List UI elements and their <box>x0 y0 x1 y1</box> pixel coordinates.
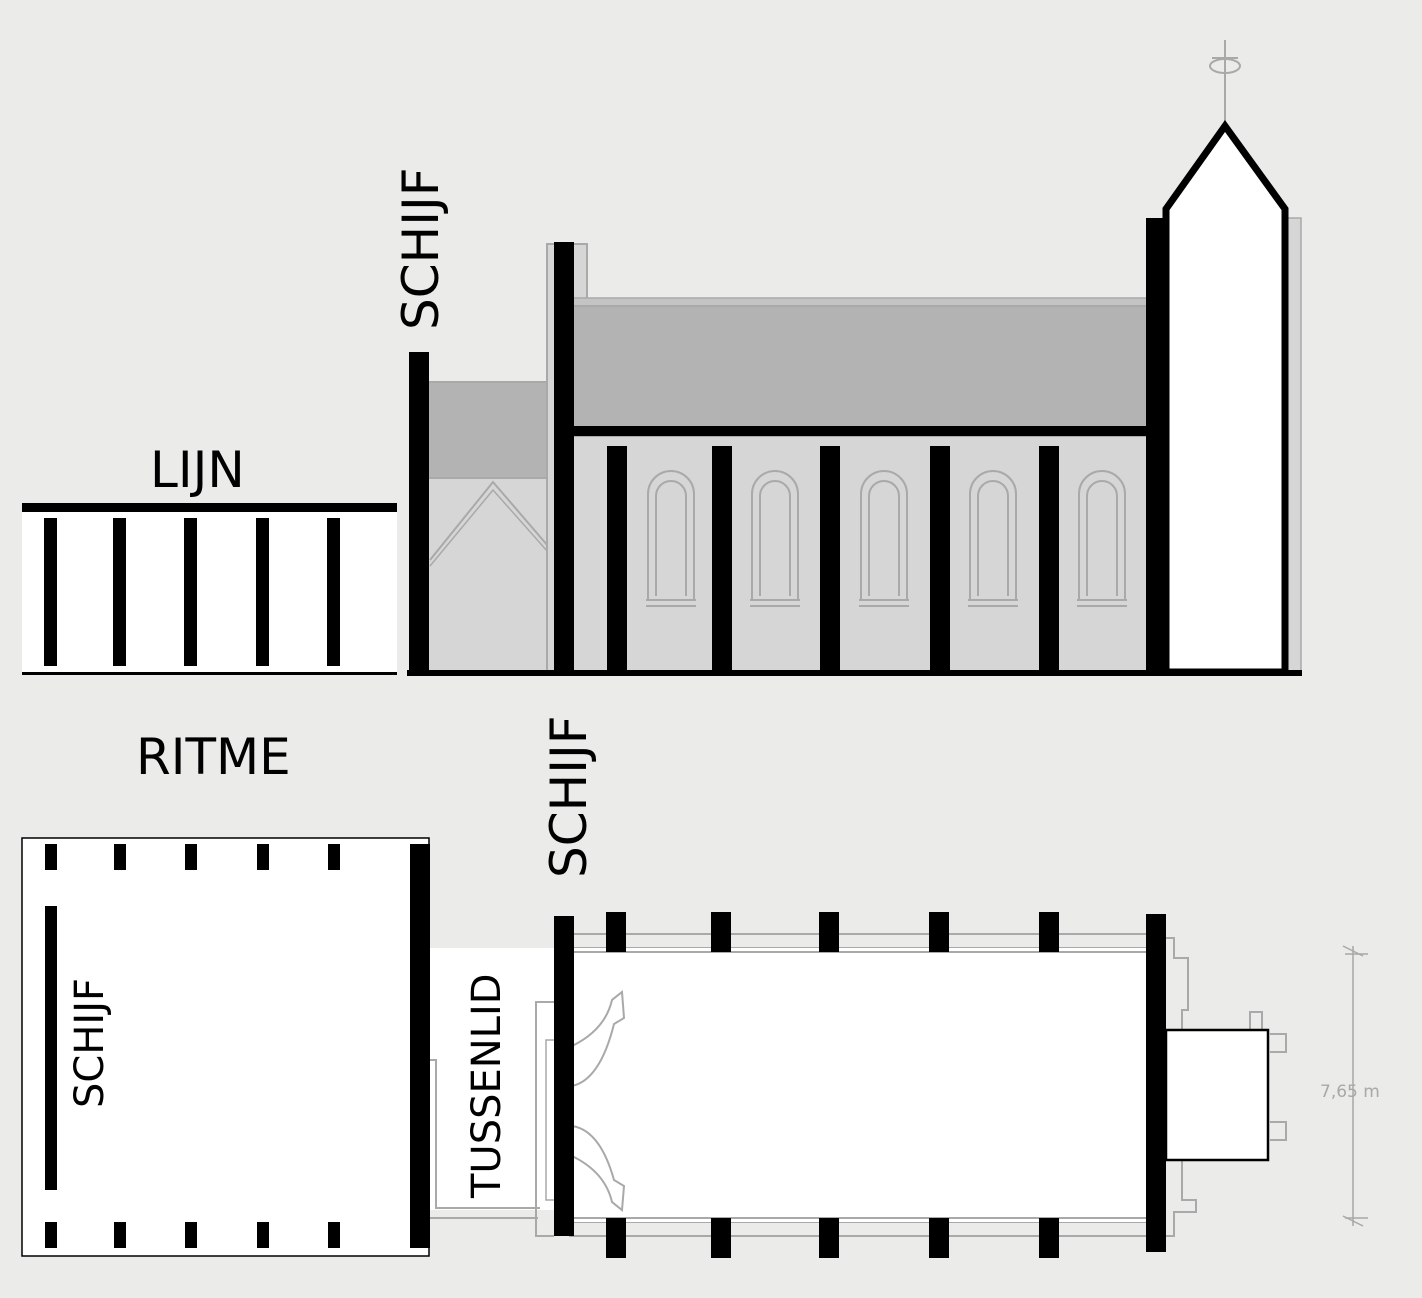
elevation-view: LIJN RITME SCHIJF <box>22 40 1302 786</box>
nave-plan <box>535 933 1287 1237</box>
label-tussenlid: TUSSENLID <box>464 973 510 1199</box>
eave-line <box>572 426 1148 436</box>
plan-dash <box>45 1222 57 1248</box>
plan-dash <box>328 1222 340 1248</box>
plan-buttress <box>711 912 731 952</box>
label-schijf-elevation: SCHIJF <box>392 168 450 331</box>
buttress-bar <box>820 446 840 672</box>
plan-west-wall <box>554 916 574 1236</box>
plan-dash <box>114 844 126 870</box>
label-schijf-plan-top: SCHIJF <box>540 716 598 879</box>
label-lijn: LIJN <box>150 441 245 499</box>
plan-right-wall <box>410 844 430 1248</box>
dimension-7-65 <box>1342 945 1368 1227</box>
elevation-bars <box>22 218 1302 676</box>
label-ritme: RITME <box>136 728 291 786</box>
arched-windows <box>646 470 1127 607</box>
buttress-bar <box>1039 446 1059 672</box>
rhythm-bar <box>327 518 340 666</box>
rhythm-bar <box>256 518 269 666</box>
buttress-bar <box>607 446 627 672</box>
plan-dash <box>257 844 269 870</box>
tower-body <box>1162 119 1289 676</box>
tussenlid-plan <box>429 948 554 1219</box>
dimension-label: 7,65 m <box>1320 1082 1380 1102</box>
rhythm-baseline <box>22 672 397 675</box>
rhythm-bar <box>44 518 57 666</box>
plan-dash <box>257 1222 269 1248</box>
weathervane <box>1209 58 1241 74</box>
plan-buttress <box>711 1218 731 1258</box>
porch-wall-bar <box>409 352 429 672</box>
plan-buttress <box>819 1218 839 1258</box>
plan-schijf-bar <box>45 906 57 1190</box>
plan-dash <box>185 1222 197 1248</box>
plan-buttress <box>929 1218 949 1258</box>
lijn-line <box>22 503 397 512</box>
plan-buttress <box>1039 1218 1059 1258</box>
plan-buttress <box>606 912 626 952</box>
plan-bars <box>45 844 1166 1258</box>
buttress-bar <box>712 446 732 672</box>
ground-line <box>407 670 1302 676</box>
plan-buttress <box>819 912 839 952</box>
plan-buttress <box>606 1218 626 1258</box>
plan-dash <box>114 1222 126 1248</box>
rhythm-bar <box>113 518 126 666</box>
label-schijf-plan-left: SCHIJF <box>67 978 113 1108</box>
nave-gable-bar <box>554 242 574 672</box>
buttress-bar <box>930 446 950 672</box>
plan-dash <box>45 844 57 870</box>
plan-left-box <box>21 837 430 1257</box>
plan-buttress <box>1039 912 1059 952</box>
porch-elevation <box>427 381 550 674</box>
plan-buttress <box>929 912 949 952</box>
plan-dash <box>185 844 197 870</box>
tower-elevation <box>1162 40 1302 676</box>
rhythm-field <box>22 512 397 675</box>
tower-plan-box <box>1164 1028 1270 1162</box>
tower-wall-bar <box>1146 218 1164 672</box>
rhythm-bar <box>184 518 197 666</box>
plan-dash <box>328 844 340 870</box>
plan-east-wall <box>1146 914 1166 1252</box>
plan-view: 7,65 m SCHI <box>21 716 1380 1258</box>
